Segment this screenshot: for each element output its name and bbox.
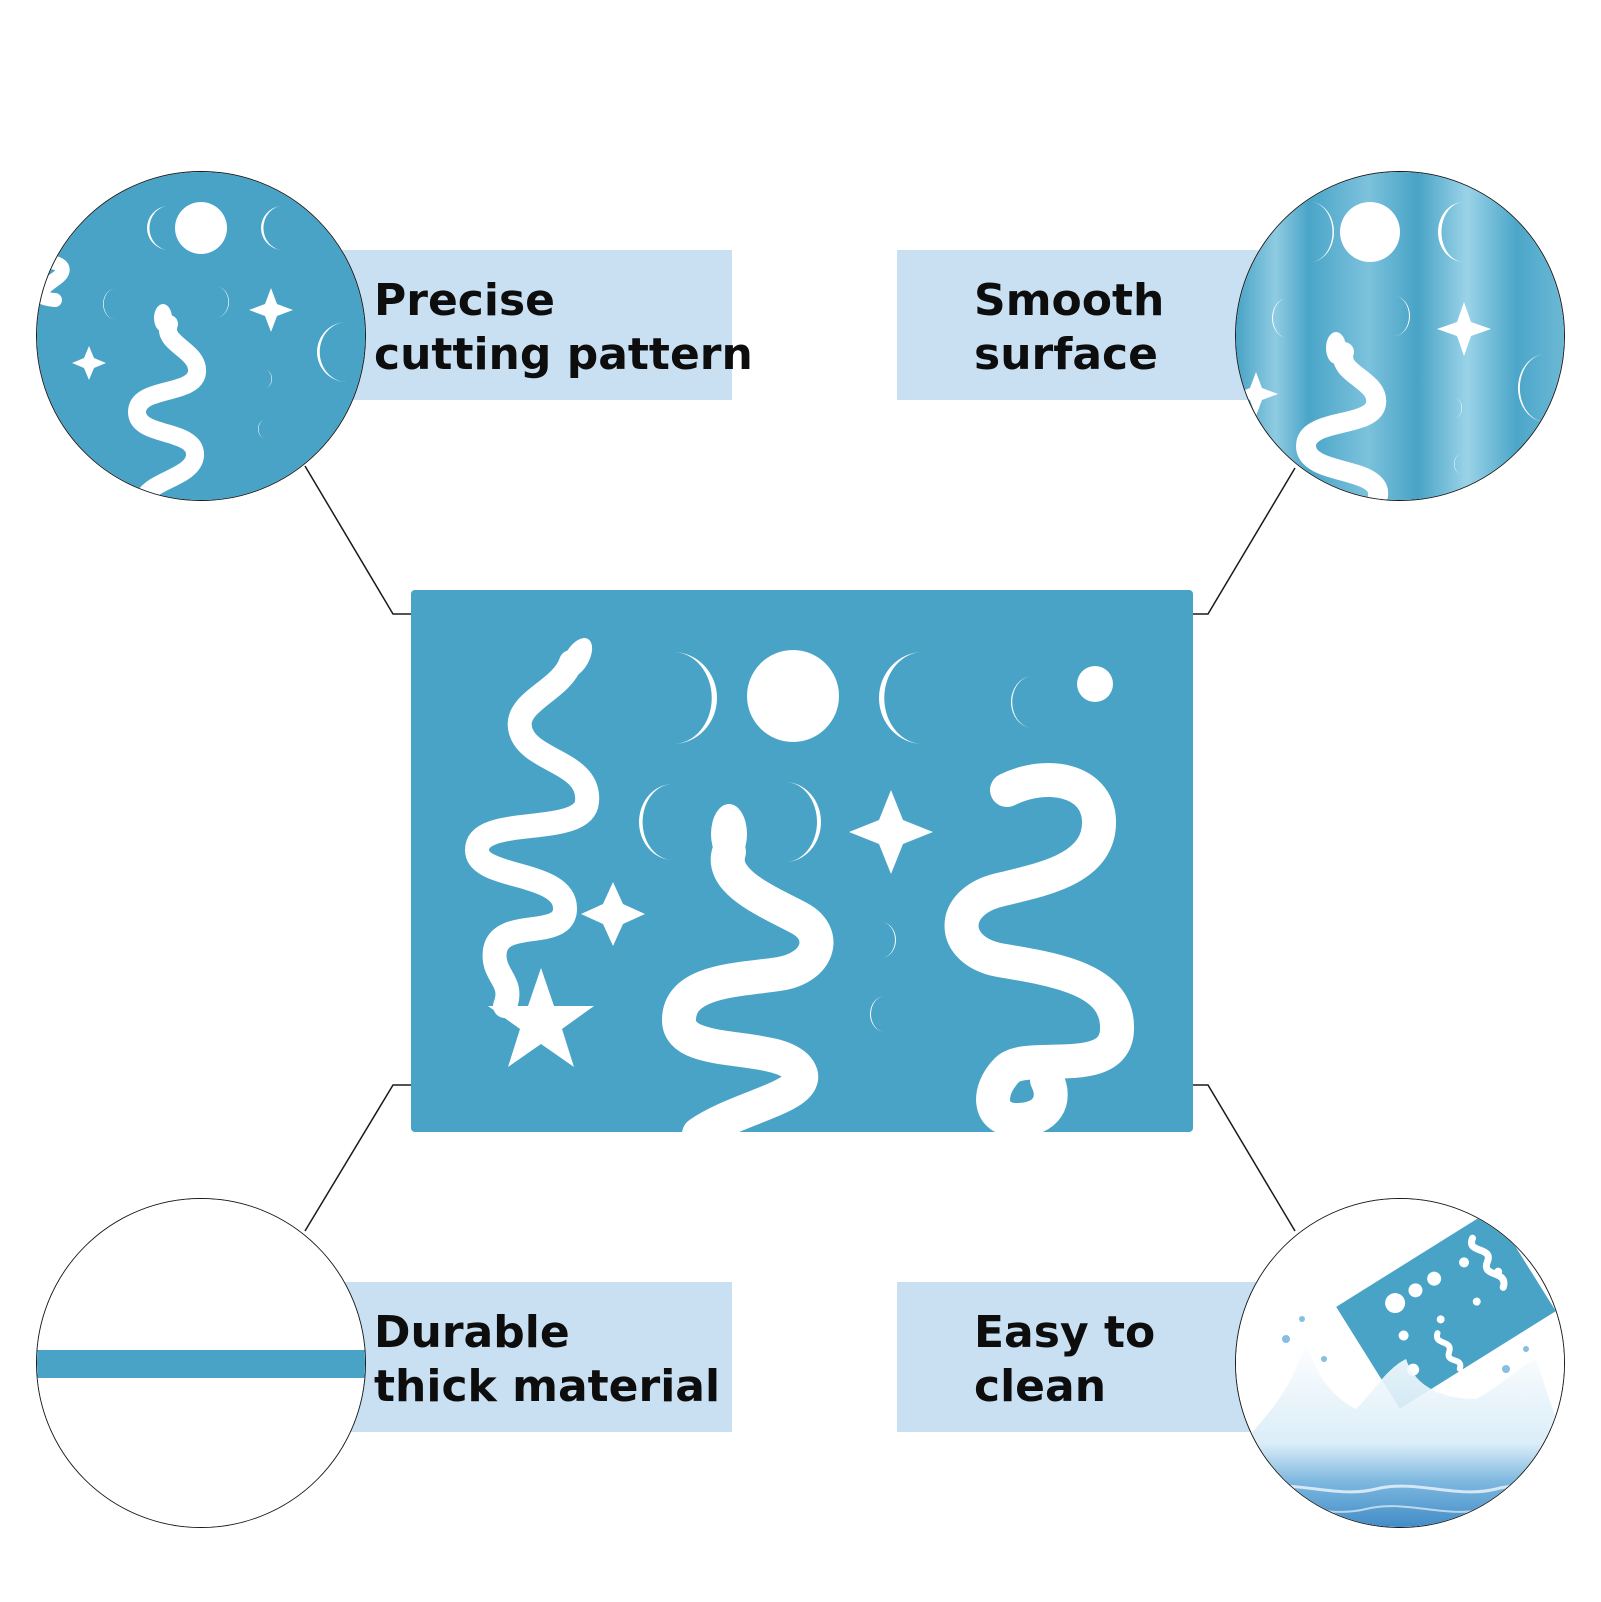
- feature-line-2: cutting pattern: [374, 329, 753, 380]
- snake-right: [944, 763, 1134, 1132]
- feature-line-1: Durable: [374, 1307, 570, 1358]
- five-point-star: [488, 968, 594, 1067]
- snake-middle: [662, 835, 834, 1132]
- feature-line-1: Easy to: [974, 1307, 1156, 1358]
- feature-title-precise: Precise cutting pattern: [374, 274, 753, 382]
- feature-label-precise: Precise cutting pattern: [330, 250, 753, 400]
- feature-title-durable: Durable thick material: [374, 1306, 720, 1414]
- feature-line-1: Precise: [374, 275, 555, 326]
- feature-line-2: surface: [974, 329, 1158, 380]
- snake-left: [465, 650, 600, 1018]
- full-moon: [747, 650, 839, 742]
- detail-circle-pattern: [36, 171, 366, 501]
- four-point-star-large: [849, 790, 933, 874]
- feature-label-durable: Durable thick material: [330, 1282, 732, 1432]
- connector-top-right: [1193, 467, 1296, 615]
- detail-circle-clean: [1235, 1198, 1565, 1528]
- stencil-thickness-edge-icon: [37, 1199, 365, 1527]
- stencil-main: [411, 590, 1193, 1132]
- feature-label-clean: Easy to clean: [897, 1282, 1267, 1432]
- stencil-pattern-closeup-icon: [37, 172, 365, 500]
- water-splash-icon: [1236, 1199, 1564, 1527]
- feature-line-2: clean: [974, 1361, 1107, 1412]
- small-dot: [1077, 666, 1113, 702]
- feature-title-clean: Easy to clean: [974, 1306, 1155, 1414]
- connector-bottom-left: [304, 1084, 411, 1232]
- detail-circle-surface: [1235, 171, 1565, 501]
- detail-circle-thickness: [36, 1198, 366, 1528]
- snake-moon-star-stencil-icon: [411, 590, 1193, 1132]
- feature-line-1: Smooth: [974, 275, 1165, 326]
- glossy-stencil-surface-icon: [1236, 172, 1564, 500]
- connector-bottom-right: [1193, 1084, 1296, 1232]
- feature-line-2: thick material: [374, 1361, 721, 1412]
- connector-top-left: [304, 465, 411, 615]
- feature-label-smooth: Smooth surface: [897, 250, 1267, 400]
- four-point-star-small: [581, 882, 645, 946]
- feature-title-smooth: Smooth surface: [974, 274, 1164, 382]
